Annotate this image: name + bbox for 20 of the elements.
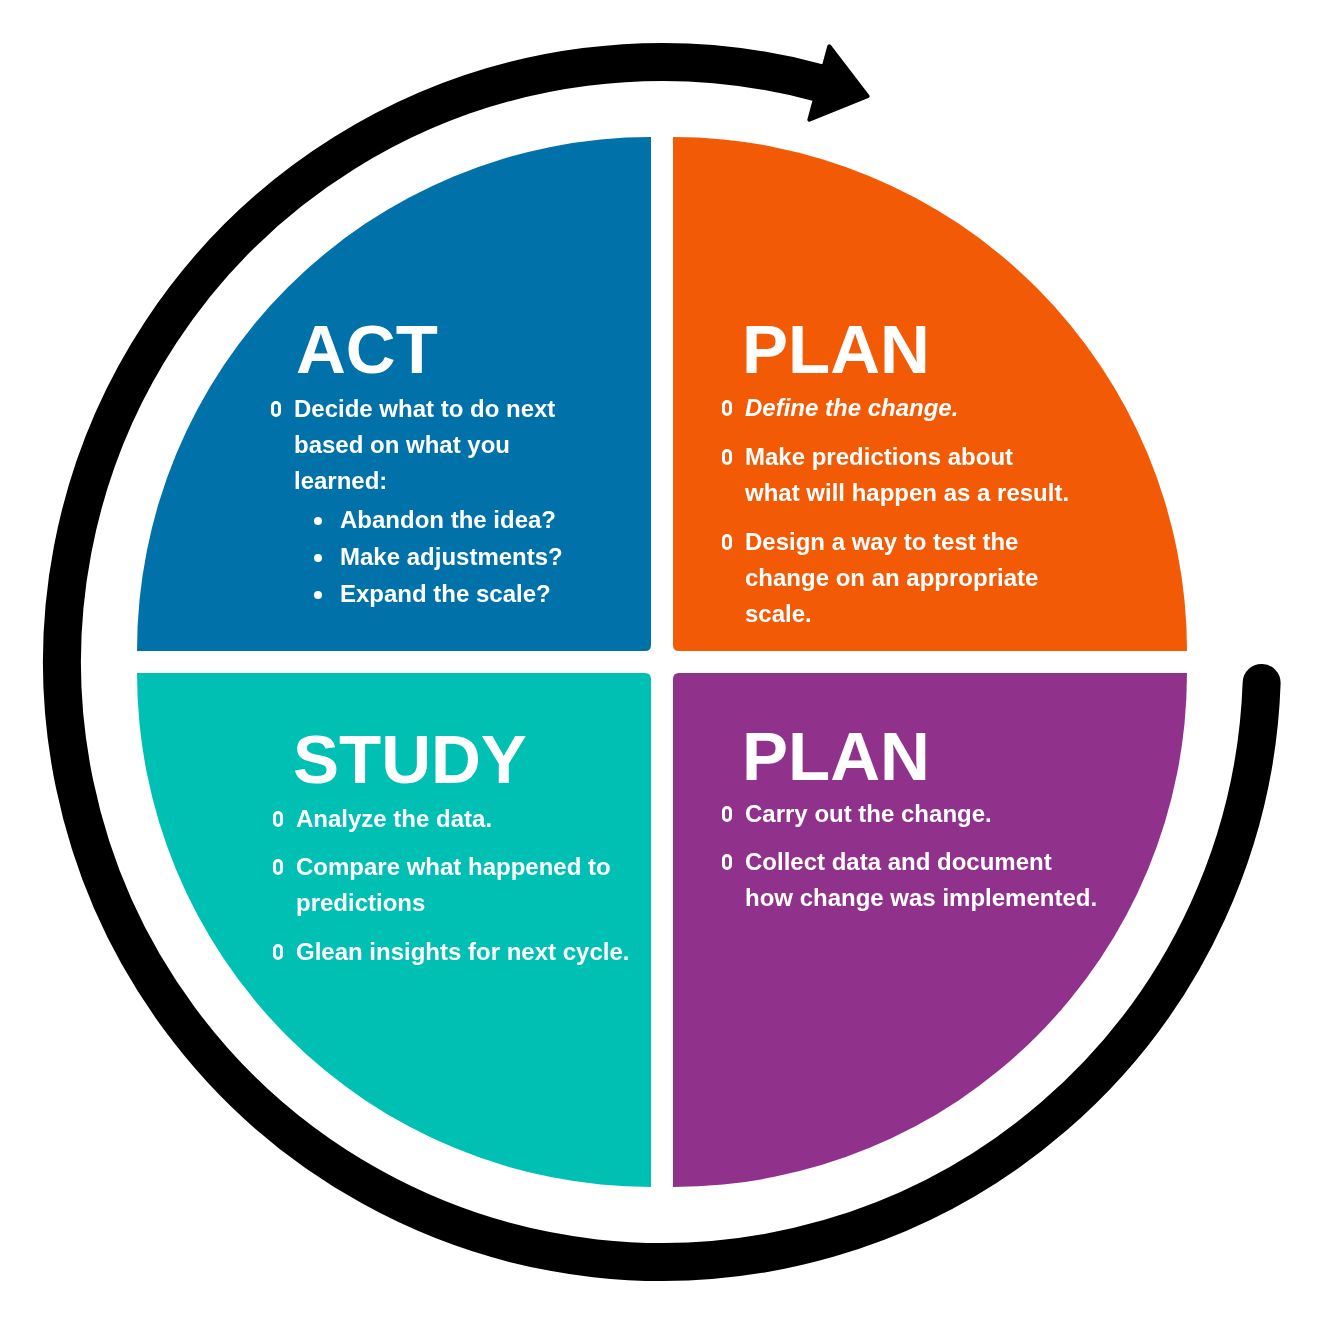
- list-item: Make adjustments?: [340, 542, 563, 572]
- quadrant-segment: [673, 137, 1187, 651]
- list-item: Decide what to do next based on what you learned:: [294, 394, 557, 496]
- phase-heading: PLAN: [742, 722, 930, 791]
- list-item: Compare what happened to predictions: [296, 852, 612, 918]
- list-item: Design a way to test the change on an appropriate scale.: [745, 527, 1040, 629]
- list-item: Expand the scale?: [340, 579, 551, 609]
- list-item: Collect data and document how change was implemented.: [745, 847, 1099, 913]
- list-item: Abandon the idea?: [340, 505, 556, 535]
- list-item: Analyze the data.: [296, 804, 494, 834]
- quadrant-segment: [137, 137, 651, 651]
- list-item: Define the change.: [745, 393, 960, 423]
- quadrant-segment: [137, 673, 651, 1187]
- phase-heading: PLAN: [742, 315, 930, 384]
- phase-heading: ACT: [296, 315, 438, 384]
- phase-heading: STUDY: [293, 725, 527, 794]
- list-item: Make predictions about what will happen as a result.: [745, 442, 1071, 508]
- list-item: Glean insights for next cycle.: [296, 937, 631, 967]
- list-item: Carry out the change.: [745, 799, 993, 829]
- quadrant-segment: [673, 673, 1187, 1187]
